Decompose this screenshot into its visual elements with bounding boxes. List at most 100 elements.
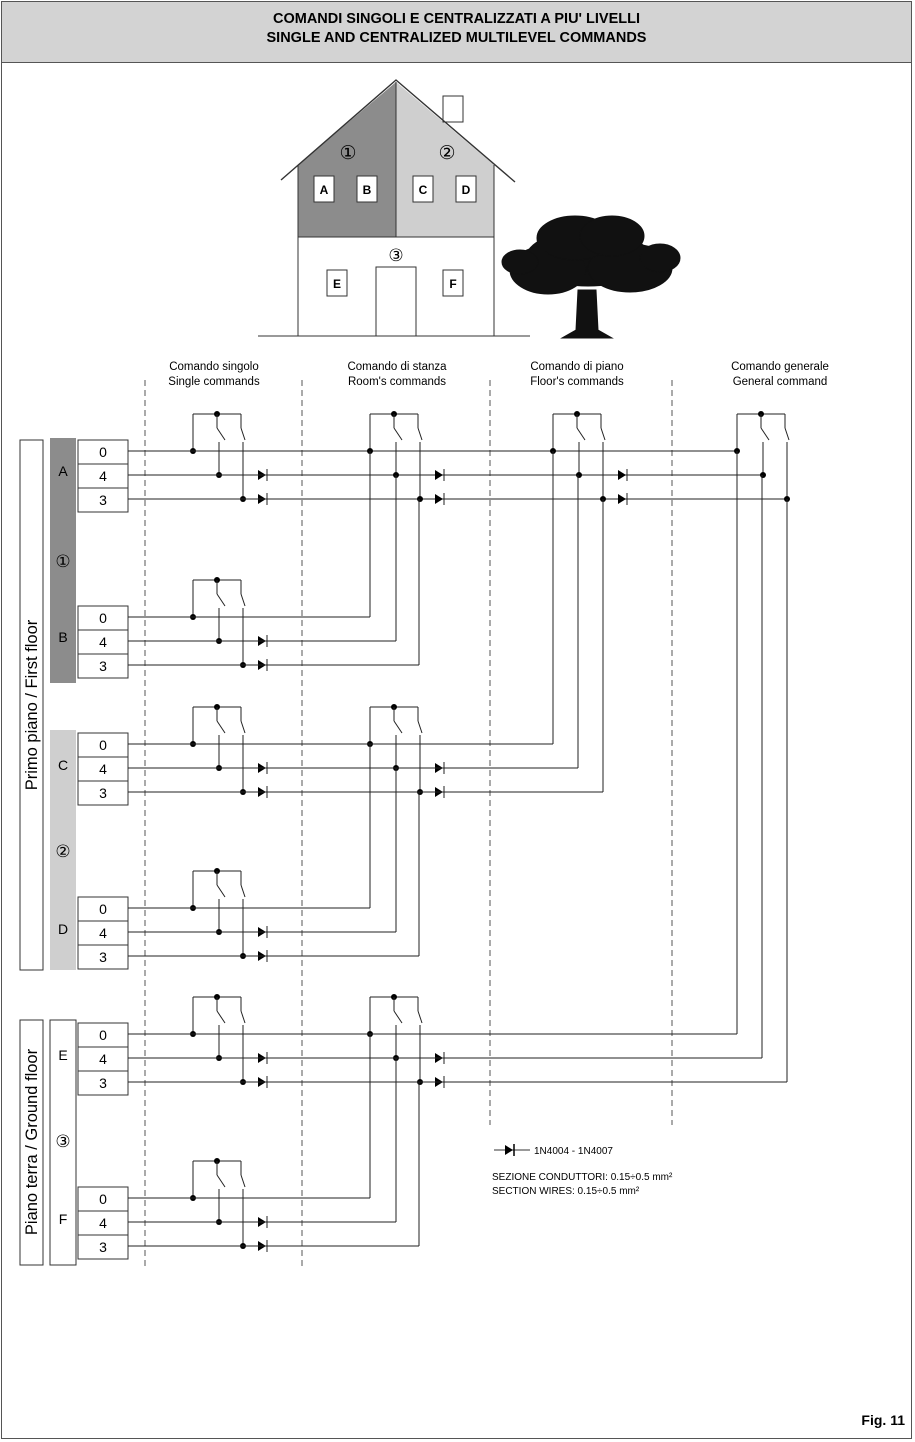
diode-icon [618,470,626,480]
switch-blade [240,1010,246,1024]
switch-blade [417,1010,423,1024]
terminal-box [77,1070,129,1096]
terminal-label: 3 [99,492,107,508]
terminal-box [77,1186,129,1212]
title-banner: COMANDI SINGOLI E CENTRALIZZATI A PIU' L… [1,1,912,63]
junction-dot [576,472,582,478]
room-d-label: D [462,183,471,197]
col-general-it: Comando generale [731,361,829,373]
terminal-label: 0 [99,737,107,753]
room-c-label: C [419,183,428,197]
room-e-label: E [333,277,341,291]
switch-blade [216,1010,226,1024]
switch-blade [240,884,246,898]
switch-blade [216,884,226,898]
terminal-box [77,1022,129,1048]
room-letter: D [58,921,68,937]
house-illustration: ① ② ③ A B C D E F [258,79,530,337]
switch-blade [216,593,226,607]
room-letter: E [58,1047,67,1063]
terminal-label: 4 [99,761,107,777]
switch-blade [240,720,246,734]
ground-floor-label: Piano terra / Ground floor [23,1048,41,1235]
column-headers: Comando singolo Single commands Comando … [168,361,829,388]
title-italian: COMANDI SINGOLI E CENTRALIZZATI A PIU' L… [272,11,640,27]
zone-1-bar [50,438,76,683]
junction-dot [760,472,766,478]
terminal-label: 3 [99,658,107,674]
terminal-box [77,487,129,513]
terminal-box [77,653,129,679]
terminal-label: 0 [99,1191,107,1207]
switch-blade [216,427,226,441]
diode-type: 1N4004 - 1N4007 [534,1146,613,1157]
switch-blade [216,1174,226,1188]
col-single-en: Single commands [168,376,260,388]
switch-blade [240,593,246,607]
switch-blade [393,720,403,734]
switch-blade [216,720,226,734]
door [375,266,417,337]
ground-floor-box [19,1019,44,1266]
room-f-label: F [449,277,456,291]
junction-dot [417,496,423,502]
terminal-label: 4 [99,1215,107,1231]
switch-blade [784,427,790,441]
terminal-label: 0 [99,1027,107,1043]
switch-blade [393,427,403,441]
zone-2-bar-number: ② [55,842,70,861]
switch-blade [417,427,423,441]
col-single-it: Comando singolo [169,361,259,373]
title-english: SINGLE AND CENTRALIZED MULTILEVEL COMMAN… [266,30,647,46]
zone-2-number: ② [438,143,455,164]
switch-blade [393,1010,403,1024]
first-floor-box [19,439,44,971]
terminal-label: 4 [99,1051,107,1067]
tree-illustration [501,215,681,339]
col-floor-it: Comando di piano [530,361,623,373]
terminal-box [77,732,129,758]
switch-blade [240,427,246,441]
zone-3-bar-number: ③ [55,1132,70,1151]
switch-blade [576,427,586,441]
terminal-box [77,629,129,655]
column-dividers [144,380,673,1266]
room-letter: A [58,463,68,479]
legend: 1N4004 - 1N4007 SEZIONE CONDUTTORI: 0.15… [492,1144,673,1197]
terminal-box [77,1046,129,1072]
terminal-label: 4 [99,634,107,650]
zone-1-number: ① [339,143,356,164]
col-room-it: Comando di stanza [347,361,447,373]
diode-icon [435,494,443,504]
terminal-label: 3 [99,1239,107,1255]
terminal-box [77,780,129,806]
first-floor-label: Primo piano / First floor [23,619,41,790]
col-floor-en: Floor's commands [530,376,624,388]
terminal-label: 3 [99,949,107,965]
terminal-label: 3 [99,785,107,801]
room-a-label: A [320,183,329,197]
terminal-label: 3 [99,1075,107,1091]
terminal-label: 0 [99,610,107,626]
room-b-label: B [363,183,372,197]
zone-3-number: ③ [388,246,403,265]
terminal-box [77,920,129,946]
terminal-label: 4 [99,468,107,484]
terminal-box [77,896,129,922]
room-letter: C [58,757,68,773]
zone-3-bar [49,1019,77,1266]
terminal-label: 4 [99,925,107,941]
diode-icon [435,470,443,480]
diode-icon [618,494,626,504]
col-general-en: General command [733,376,828,388]
terminal-box [77,439,129,465]
terminal-box [77,944,129,970]
zone-1-bar-number: ① [55,552,70,571]
terminal-label: 0 [99,444,107,460]
zone-2-bar [50,730,76,970]
terminal-label: 0 [99,901,107,917]
room-letter: B [58,629,67,645]
diode-icon [505,1145,513,1155]
